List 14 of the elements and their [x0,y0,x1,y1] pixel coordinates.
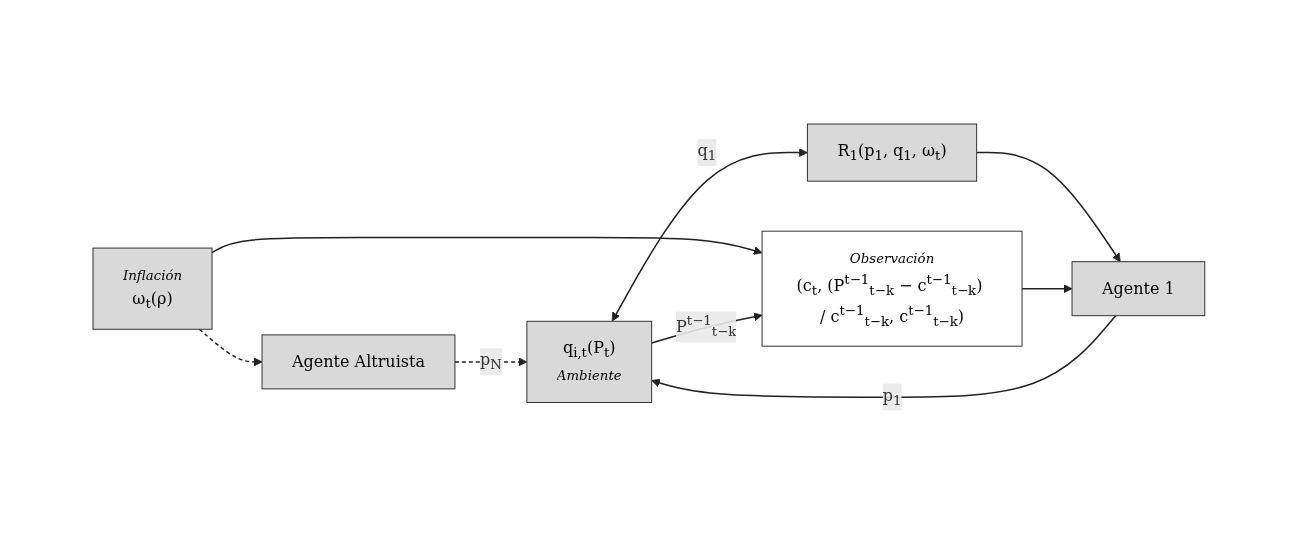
edge-label: p$_{N}$ [480,350,502,373]
arrow [611,148,808,322]
node-box: Observación (c$_{t}$, (P$^{t−1}$$_{t−k}$ − c$^{t−1}$$_{t−k}$) / c$^{t−1}$$_{t−k}$, c$^{t−1}$$_{t−k}$) [761,230,1023,347]
arrow [976,152,1121,263]
node-box: Agente Altruista [261,334,456,390]
arrow [211,236,763,255]
edge-label: p$_{1}$ [882,385,902,408]
node-box: Inflación ω$_{t}$(ρ) [92,247,213,330]
arrow [651,315,1117,398]
arrow [198,328,263,367]
edge-label: q$_{1}$ [697,141,717,164]
node-box: R$_{1}$(p$_{1}$, q$_{1}$, ω$_{t}$) [807,123,978,182]
node-box: Agente 1 [1071,261,1206,317]
arrow [1021,284,1073,294]
